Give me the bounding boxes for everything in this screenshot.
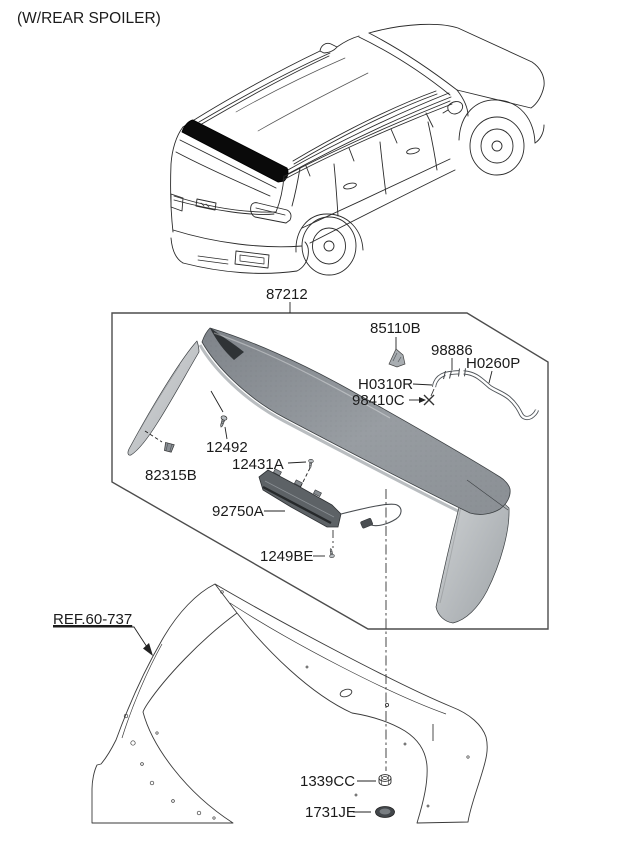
rear-spoiler-wing <box>127 327 511 624</box>
arrowhead <box>419 397 426 403</box>
part-label-H0260P[interactable]: H0260P <box>466 355 520 372</box>
antenna-fin <box>319 42 338 54</box>
reference-label[interactable]: REF.60-737 <box>53 611 132 628</box>
spoiler-assembly-box <box>111 302 549 630</box>
diagram-title: (W/REAR SPOILER) <box>17 10 161 27</box>
part-label-12492[interactable]: 12492 <box>206 439 248 456</box>
part-label-85110B[interactable]: 85110B <box>370 320 421 337</box>
kia-badge <box>195 198 217 211</box>
part-label-82315B[interactable]: 82315B <box>145 467 197 484</box>
part-label-1339CC[interactable]: 1339CC <box>300 773 355 790</box>
nut-1339CC <box>378 774 392 786</box>
screw-12431A <box>307 458 314 470</box>
wire-connector <box>360 518 373 529</box>
clip-85110B <box>388 348 406 368</box>
plug-1731JE <box>375 806 395 818</box>
part-label-H0310R[interactable]: H0310R <box>358 376 413 393</box>
high-mount-stop-lamp <box>258 468 402 529</box>
front-wheel <box>458 99 545 176</box>
part-label-87212[interactable]: 87212 <box>266 286 308 303</box>
rear-spoiler-on-vehicle <box>181 119 289 183</box>
spoiler-right-fin <box>435 476 510 624</box>
side-mirror <box>447 101 464 115</box>
washer-hose <box>423 368 539 421</box>
fasteners <box>164 348 406 818</box>
screw-12492 <box>217 414 228 429</box>
clip-82315B <box>164 442 175 453</box>
taillamp <box>250 202 292 224</box>
door-handle <box>406 147 420 155</box>
part-label-1249BE[interactable]: 1249BE <box>260 548 313 565</box>
lamp-wire <box>340 503 402 527</box>
hose-joint-98886 <box>443 368 466 380</box>
part-label-98410C[interactable]: 98410C <box>352 392 405 409</box>
vehicle-illustration <box>170 23 545 276</box>
part-label-92750A[interactable]: 92750A <box>212 503 264 520</box>
spoiler-left-fin <box>127 340 200 456</box>
tailgate-panel <box>91 583 488 824</box>
door-handle <box>343 182 357 190</box>
arrowhead <box>143 643 153 656</box>
leader-lines <box>53 337 493 813</box>
part-label-1731JE[interactable]: 1731JE <box>305 804 356 821</box>
part-label-98886[interactable]: 98886 <box>431 342 473 359</box>
rear-wheel <box>295 213 364 276</box>
hose-clip-98410C <box>423 388 435 406</box>
screw-1249BE <box>328 547 335 559</box>
part-label-12431A[interactable]: 12431A <box>232 456 284 473</box>
